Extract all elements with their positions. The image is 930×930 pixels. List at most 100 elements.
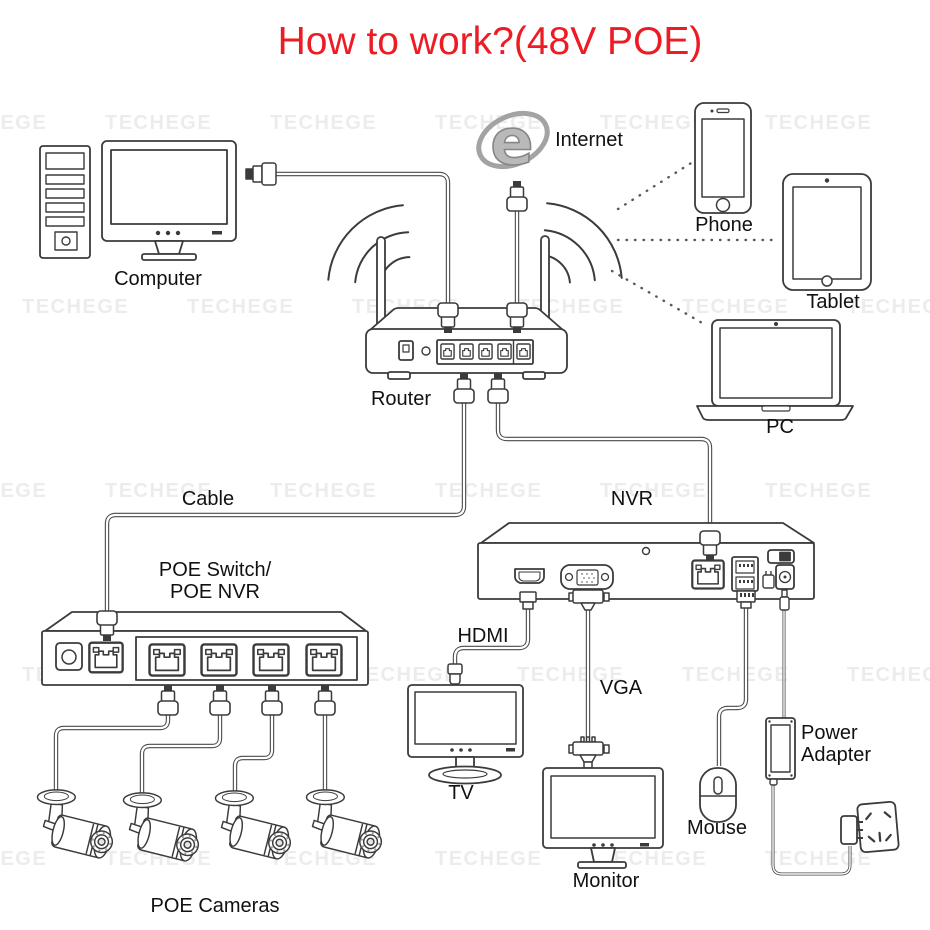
hdmi-plug-nvr (519, 591, 537, 610)
camera-cable-2 (142, 710, 220, 796)
internet-logo-letter: e (490, 106, 533, 180)
watermark-text: TECHEGE (765, 112, 873, 134)
label-monitor: Monitor (572, 870, 640, 892)
ethernet-connector-computer (245, 162, 277, 186)
cable-router-nvr (498, 400, 710, 531)
watermark-text: TECHEGE (105, 480, 213, 502)
rj45-plug-camera-3 (261, 684, 283, 716)
nvr-body (477, 522, 815, 600)
diagram-title: How to work?(48V POE) (277, 20, 703, 63)
router-port-4 (497, 343, 512, 360)
watermark-text: TECHEGE (847, 296, 930, 318)
wireless-link-pc (610, 269, 706, 326)
label-hdmi: HDMI (457, 625, 509, 647)
wifi-arcs-right (541, 202, 623, 284)
poe-camera-4 (305, 789, 386, 861)
watermark-text: TECHEGE (765, 480, 873, 502)
watermark-text: TECHEGE (270, 112, 378, 134)
watermark-text: TECHEGE (600, 480, 708, 502)
vga-connector-nvr (568, 589, 610, 611)
dc-plug-nvr (779, 589, 790, 611)
watermark-text: TECHEGE (0, 848, 48, 870)
computer-monitor (101, 140, 237, 261)
camera-cable-1 (56, 710, 168, 793)
poe-switch-port-1 (148, 643, 186, 677)
label-pc: PC (766, 416, 794, 438)
label-nvr: NVR (610, 488, 654, 510)
power-plug (840, 815, 863, 845)
watermark-text: TECHEGE (0, 480, 48, 502)
vga-connector-monitor (568, 736, 610, 769)
usb-plug-nvr (736, 590, 756, 609)
label-poe-switch: POE Switch/ POE NVR (159, 559, 271, 603)
label-phone: Phone (695, 214, 753, 236)
watermark-text: TECHEGE (22, 296, 130, 318)
router-port-1 (440, 343, 455, 360)
poe-switch-dc-port (55, 642, 83, 671)
label-computer: Computer (114, 268, 202, 290)
label-mouse: Mouse (686, 817, 748, 839)
label-poe-cameras: POE Cameras (150, 895, 280, 917)
nvr-vga-port (560, 564, 614, 590)
label-poe-switch-line1: POE Switch/ (158, 559, 272, 581)
power-adapter-body (765, 717, 796, 786)
label-power-adapter: Power Adapter (801, 722, 871, 766)
router-port-2 (459, 343, 474, 360)
poe-switch-port-2 (200, 643, 238, 677)
label-tablet: Tablet (806, 291, 860, 313)
router-port-wan (516, 343, 531, 360)
cable-computer-router (276, 174, 448, 303)
nvr-dc-port (775, 564, 795, 590)
watermark-text: TECHEGE (682, 664, 790, 686)
computer-tower (39, 145, 91, 259)
watermark-text: TECHEGE (435, 480, 543, 502)
rj45-plug-camera-1 (157, 684, 179, 716)
nvr-ethernet-port (691, 559, 725, 590)
watermark-text: TECHEGE (187, 296, 295, 318)
usb-mouse-cable (719, 608, 746, 766)
watermark-text: TECHEGE (270, 480, 378, 502)
label-poe-switch-line2: POE NVR (169, 581, 261, 603)
label-internet: Internet (555, 129, 623, 151)
poe-camera-3 (214, 790, 295, 862)
monitor-body (542, 767, 664, 869)
internet-logo: e (476, 105, 550, 181)
label-router: Router (370, 388, 432, 410)
nvr-audio-port (762, 571, 775, 589)
poe-switch-port-4 (305, 643, 343, 677)
rj45-plug-camera-4 (314, 684, 336, 716)
label-power-adapter-line1: Power (801, 722, 858, 744)
nvr-hdmi-port (514, 568, 545, 584)
router-port-3 (478, 343, 493, 360)
poe-switch-uplink-port (88, 641, 124, 674)
poe-camera-1 (36, 789, 117, 861)
watermark-text: TECHEGE (765, 848, 873, 870)
hdmi-connector-tv (447, 663, 463, 685)
rj45-plug-internet (506, 180, 528, 212)
rj45-plug-router-bottom-left (453, 372, 475, 404)
watermark-text: TECHEGE (435, 848, 543, 870)
mouse-body (699, 767, 737, 823)
poe-camera-2 (122, 792, 203, 864)
tablet-body (782, 173, 872, 291)
power-cable-outlet (771, 783, 852, 876)
label-cable: Cable (181, 488, 235, 510)
watermark-text: TECHEGE (105, 112, 213, 134)
watermark-text: TECHEGE (0, 112, 48, 134)
watermark-text: TECHEGE (847, 664, 930, 686)
wifi-arcs-left (327, 204, 411, 286)
wireless-link-phone (616, 158, 698, 211)
phone-body (694, 102, 752, 214)
label-tv: TV (448, 782, 474, 804)
watermark-text: TECHEGE (600, 112, 708, 134)
nvr-usb-port (731, 556, 759, 592)
watermark-text: TECHEGE (352, 664, 460, 686)
camera-cable-3 (235, 710, 272, 794)
nvr-power-switch (767, 549, 795, 564)
rj45-plug-camera-2 (209, 684, 231, 716)
watermark-text: TECHEGE (435, 112, 543, 134)
tv-body (407, 684, 524, 785)
rj45-plug-router-bottom-right (487, 372, 509, 404)
